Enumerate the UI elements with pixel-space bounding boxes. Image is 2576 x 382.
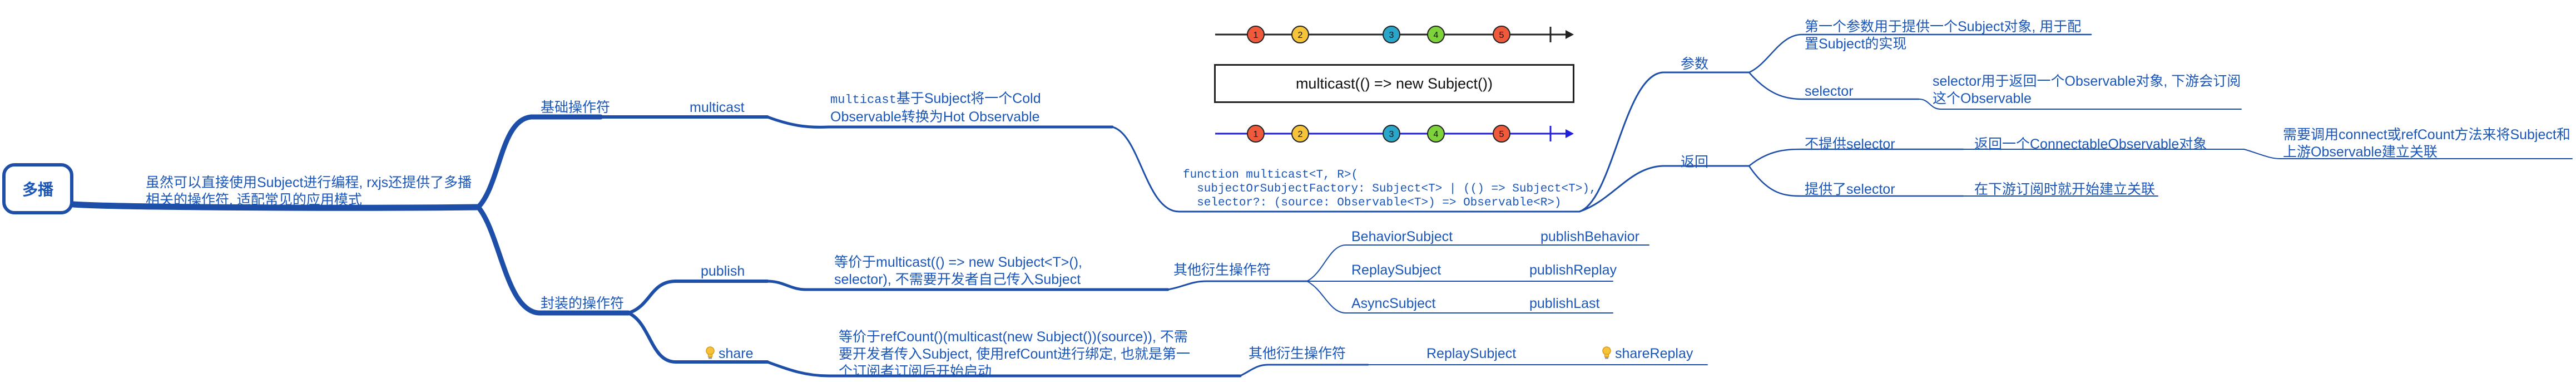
link-behavior (1306, 244, 1649, 282)
bottom-marble-label-5: 5 (1499, 130, 1504, 139)
link-publish-desc (766, 280, 1170, 291)
multicast-description: multicast基于Subject将一个Cold Observable转换为H… (830, 90, 1075, 126)
top-marble-label-2: 2 (1298, 31, 1303, 40)
basic-operators-node[interactable]: 基础操作符 (541, 100, 611, 115)
multicast-signature: function multicast<T, R>( subjectOrSubje… (1183, 169, 1597, 209)
link-param1 (1748, 33, 2092, 74)
publish-node[interactable]: publish (701, 263, 745, 279)
selector-description: selector用于返回一个Observable对象, 下游会订阅这个Obser… (1933, 74, 2241, 106)
bottom-marble-5 (1493, 125, 1510, 143)
share-derived-node[interactable]: 其他衍生操作符 (1249, 346, 1346, 361)
top-marble-label-4: 4 (1434, 31, 1439, 40)
link-no-selector (1748, 148, 1964, 167)
top-marble-4 (1427, 26, 1445, 43)
lightbulb-icon (705, 346, 715, 359)
publish-derived-node[interactable]: 其他衍生操作符 (1173, 262, 1271, 278)
link-root-trunk (70, 201, 482, 211)
bottom-marble-2 (1291, 125, 1309, 143)
link-basic (475, 114, 603, 210)
bottom-marble-label-2: 2 (1298, 130, 1303, 139)
top-marble-5 (1493, 26, 1510, 43)
share-replay-node[interactable]: shareReplay (1602, 345, 1693, 363)
multicast-code: multicast (830, 93, 896, 107)
multicast-desc-text: 基于Subject将一个Cold Observable转换为Hot Observ… (830, 91, 1041, 125)
link-publish-derived (1167, 280, 1308, 291)
share-label: share (719, 346, 754, 361)
with-selector-description: 在下游订阅时就开始建立关联 (1974, 182, 2156, 197)
replay-subject: ReplaySubject (1351, 262, 1441, 278)
link-selector (1748, 71, 1920, 100)
no-selector-note: 需要调用connect或refCount方法来将Subject和上游Observ… (2283, 127, 2570, 160)
link-with-selector (1748, 165, 1964, 197)
top-marble-2 (1291, 26, 1309, 43)
link-params (1578, 71, 1750, 213)
no-selector-node[interactable]: 不提供selector (1805, 136, 1895, 152)
async-subject: AsyncSubject (1351, 296, 1436, 311)
link-share (627, 311, 769, 364)
bottom-marble-4 (1427, 125, 1445, 143)
link-selector-desc (1918, 99, 2242, 110)
link-multicast-desc (766, 115, 1114, 129)
link-no-selector-note (2243, 149, 2573, 159)
with-selector-node[interactable]: 提供了selector (1805, 182, 1895, 197)
link-async (1306, 281, 1613, 314)
link-share-desc (766, 360, 1242, 378)
share-replay-label: shareReplay (1615, 346, 1693, 361)
share-description: 等价于refCount()(multicast(new Subject())(s… (839, 329, 1191, 379)
multicast-node[interactable]: multicast (690, 100, 745, 115)
root-node[interactable]: 多播 (2, 163, 73, 214)
multicast-diagram-label: multicast(() => new Subject()) (1214, 64, 1574, 103)
bottom-marble-label-1: 1 (1254, 130, 1259, 139)
top-marble-label-5: 5 (1499, 31, 1504, 40)
bottom-marble-1 (1247, 125, 1265, 143)
link-wrapped (475, 204, 631, 316)
top-marble-label-1: 1 (1254, 31, 1259, 40)
marble-timeline-top: 1 2 3 4 5 (1215, 26, 1574, 43)
root-description: 虽然可以直接使用Subject进行编程, rxjs还提供了多播相关的操作符, 适… (146, 175, 472, 208)
wrapped-operators-node[interactable]: 封装的操作符 (541, 296, 625, 311)
behavior-subject: BehaviorSubject (1351, 229, 1453, 244)
link-returns (1578, 165, 1750, 213)
link-publish (627, 280, 769, 315)
link-share-derived (1239, 364, 1369, 377)
publish-replay[interactable]: publishReplay (1529, 262, 1617, 278)
no-selector-description: 返回一个ConnectableObservable对象 (1974, 136, 2207, 152)
bottom-marble-label-3: 3 (1389, 130, 1394, 139)
lightbulb-icon (1602, 346, 1612, 359)
params-node[interactable]: 参数 (1681, 56, 1709, 72)
marble-timeline-bottom: 1 2 3 4 5 (1215, 125, 1574, 143)
returns-node[interactable]: 返回 (1681, 154, 1709, 170)
top-marble-1 (1247, 26, 1265, 43)
param-first-description: 第一个参数用于提供一个Subject对象, 用于配置Subject的实现 (1805, 19, 2082, 52)
publish-description: 等价于multicast(() => new Subject<T>(), sel… (834, 254, 1082, 287)
publish-last[interactable]: publishLast (1529, 296, 1600, 311)
share-node[interactable]: share (705, 345, 754, 363)
bottom-marble-label-4: 4 (1434, 130, 1439, 139)
top-marble-3 (1383, 26, 1400, 43)
share-replay-subject: ReplaySubject (1426, 346, 1517, 361)
link-signature (1111, 126, 1581, 213)
selector-node[interactable]: selector (1805, 84, 1854, 99)
top-marble-label-3: 3 (1389, 31, 1394, 40)
bottom-marble-3 (1383, 125, 1400, 143)
publish-behavior[interactable]: publishBehavior (1540, 229, 1639, 244)
